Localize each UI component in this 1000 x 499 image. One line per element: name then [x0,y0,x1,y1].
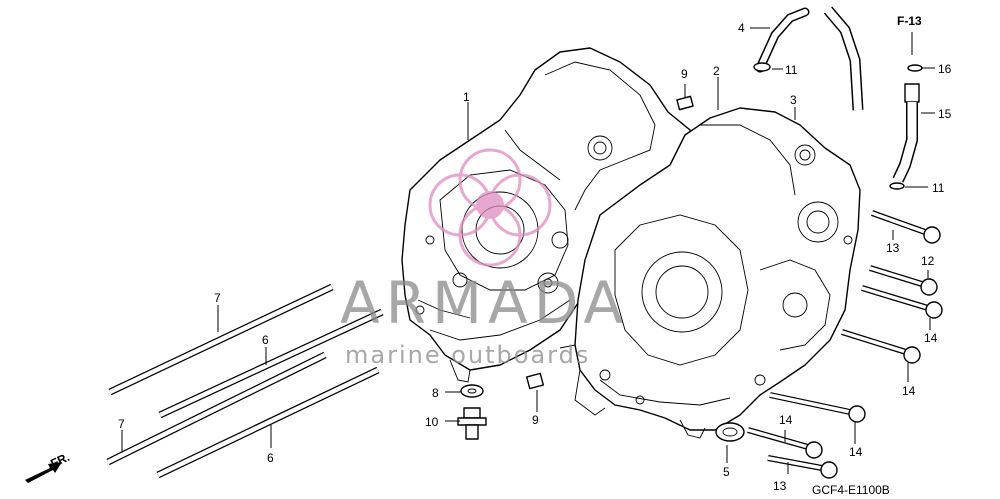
callout-14-a: 14 [924,331,938,345]
figure-code: GCF4-E1100B [812,483,890,497]
pipe-part-15 [892,83,920,183]
callout-14-b: 14 [902,384,916,398]
callout-14-c: 14 [849,445,863,459]
callout-6-lower: 6 [267,451,274,465]
drain-bolt-10 [457,407,487,440]
gasket-5 [715,422,745,442]
callout-5: 5 [723,465,730,479]
callout-11-upper: 11 [785,63,798,77]
clip-11-upper [753,62,771,72]
leader-lines [121,27,935,474]
callout-15: 15 [938,107,952,121]
callout-12: 12 [921,254,935,268]
callouts: 1 2 3 4 5 6 6 7 7 8 9 9 10 11 11 12 13 1… [118,21,952,493]
callout-2: 2 [713,64,720,78]
callout-4: 4 [738,21,745,35]
armada-watermark: ARMADA marine outboards [340,148,629,369]
watermark-brand: ARMADA [340,269,629,337]
front-arrow: FR. [25,450,72,483]
callout-11-lower: 11 [932,181,945,195]
callout-7-upper: 7 [214,291,221,305]
callout-13-upper: 13 [886,241,900,255]
watermark-tagline: marine outboards [345,341,590,369]
callout-7-lower: 7 [118,417,125,431]
callout-14-d: 14 [779,413,793,427]
dowel-pin-lower [525,372,545,390]
dowel-pin-upper [676,95,694,111]
right-crankcase [559,107,861,439]
callout-13-lower: 13 [773,479,787,493]
front-label: FR. [48,450,71,471]
callout-1: 1 [463,90,470,104]
callout-9-upper: 9 [681,67,688,81]
clip-11-lower [889,182,905,190]
callout-3: 3 [790,93,797,107]
washer-8 [460,384,484,398]
reference-code: F-13 [897,14,922,28]
breather-tube [755,6,864,111]
callout-16: 16 [938,62,952,76]
stud-bolts [106,283,384,479]
callout-9-lower: 9 [532,413,539,427]
clip-16 [907,64,923,72]
flange-bolts [747,210,943,479]
callout-10: 10 [425,415,439,429]
callout-6-upper: 6 [262,333,269,347]
callout-8: 8 [432,386,439,400]
